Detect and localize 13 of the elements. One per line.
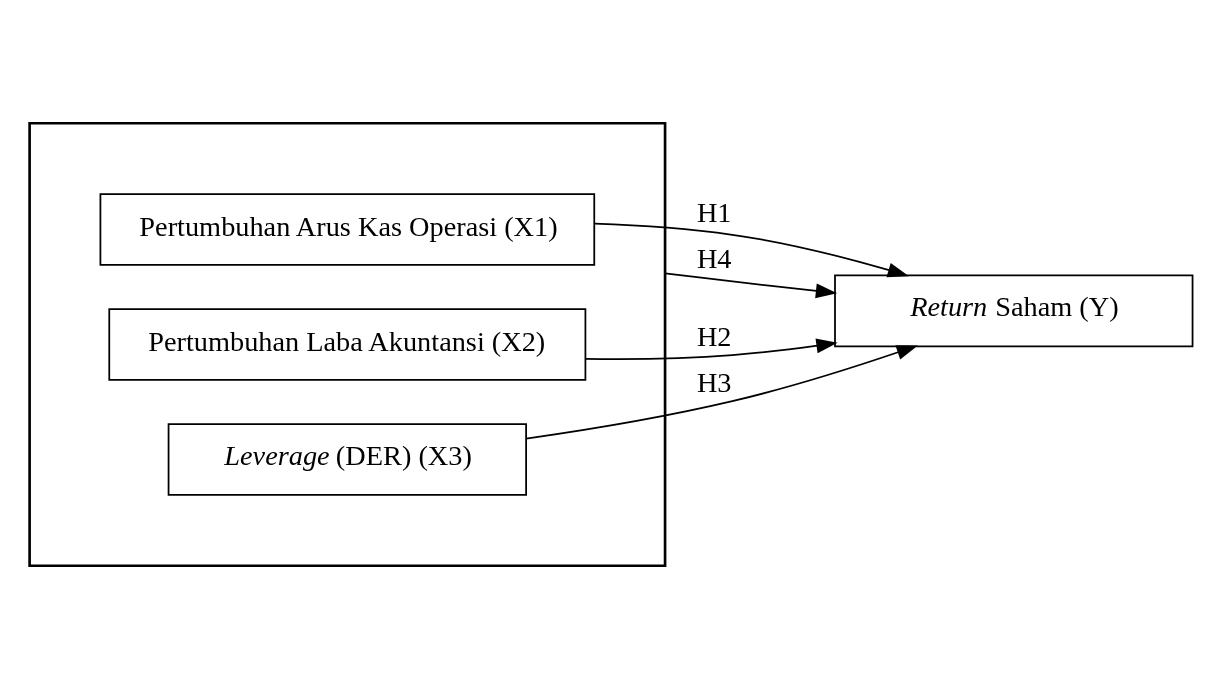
- node-box: Leverage (DER) (X3): [167, 423, 527, 496]
- arrow: [525, 345, 918, 440]
- cluster: [28, 121, 667, 568]
- arrow: [593, 222, 909, 278]
- edge-label: H2: [696, 320, 732, 352]
- arrow: [664, 272, 838, 299]
- node-box: Pertumbuhan Laba Akuntansi (X2): [108, 308, 587, 381]
- edge-label: H3: [696, 366, 732, 398]
- edge-label: H4: [696, 243, 732, 275]
- node-box: Return Saham (Y): [834, 274, 1194, 348]
- arrow: [584, 338, 838, 361]
- node-box: Pertumbuhan Arus Kas Operasi (X1): [99, 193, 596, 266]
- edge-label: H1: [696, 197, 732, 229]
